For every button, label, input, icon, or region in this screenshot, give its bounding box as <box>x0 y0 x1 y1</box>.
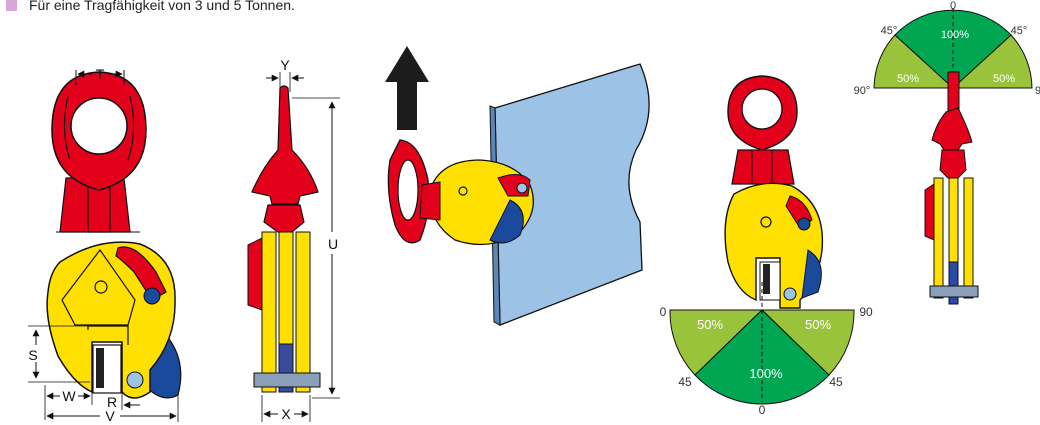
bottom-right-lower-angle: 45 <box>829 375 843 389</box>
front-view-dimensions: T S W R V <box>28 66 179 424</box>
bottom-angle-zero: 0 <box>759 403 766 417</box>
top-right-side-angle: 9 <box>1035 85 1040 97</box>
dim-X-label: X <box>281 406 291 422</box>
top-center-zone-label: 100% <box>941 29 969 41</box>
load-diagram-bottom: 50% 50% 100% 0 90 45 45 0 <box>660 282 873 417</box>
top-right-zone-label: 50% <box>993 73 1015 85</box>
bottom-left-lower-angle: 45 <box>678 375 692 389</box>
dim-T-label: T <box>96 66 105 82</box>
side-view-clamp <box>247 85 321 393</box>
top-left-side-angle: 90° <box>854 85 871 97</box>
bottom-center-zone-label: 100% <box>749 366 783 381</box>
bottom-right-side-angle: 90 <box>859 305 873 319</box>
caption: Für eine Tragfähigkeit von 3 und 5 Tonne… <box>0 0 295 16</box>
top-right-upper-angle: 45° <box>1011 25 1028 37</box>
load-diagram-top: 100% 50% 50% 0 45° 45° 90° 9 <box>854 0 1040 97</box>
dim-V-label: V <box>105 408 115 424</box>
side-view-clamp-small <box>924 71 979 305</box>
top-angle-zero: 0 <box>950 0 956 12</box>
bottom-right-zone-label: 50% <box>805 317 831 332</box>
side-view-dimensions: Y U X <box>261 57 340 422</box>
bottom-left-side-angle: 0 <box>660 305 667 319</box>
dim-R-label: R <box>107 394 117 410</box>
up-arrow-icon <box>385 46 429 130</box>
top-left-upper-angle: 45° <box>881 25 898 37</box>
dim-U-label: U <box>328 236 338 252</box>
dim-S-label: S <box>28 347 37 363</box>
clamp-on-plate <box>387 63 650 326</box>
bottom-left-zone-label: 50% <box>697 317 723 332</box>
bullet-square <box>6 0 17 11</box>
caption-text: Für eine Tragfähigkeit von 3 und 5 Tonne… <box>29 0 295 13</box>
top-left-zone-label: 50% <box>897 73 919 85</box>
front-view-clamp <box>46 71 182 399</box>
clamp-bottom-view <box>724 75 824 309</box>
dim-Y-label: Y <box>280 57 290 73</box>
dim-W-label: W <box>62 388 76 404</box>
